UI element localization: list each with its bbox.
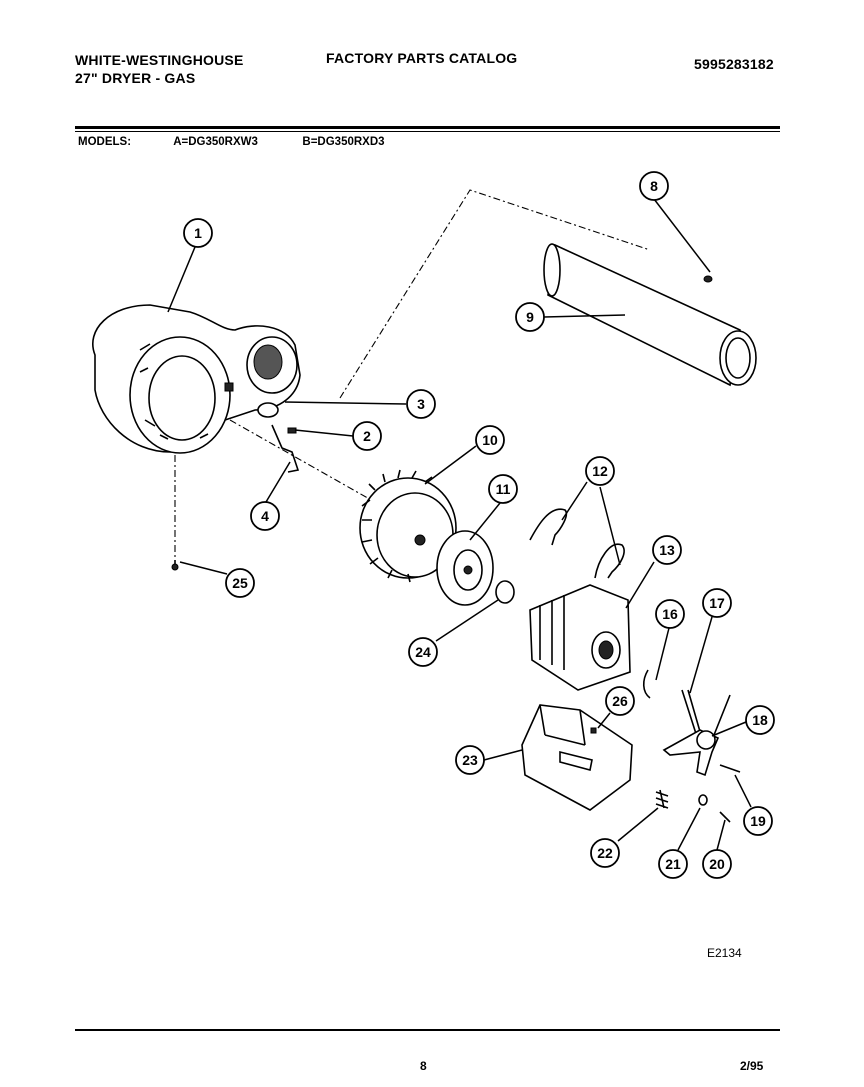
models-line: MODELS: A=DG350RXW3 B=DG350RXD3: [78, 136, 385, 148]
svg-text:19: 19: [750, 813, 766, 829]
svg-text:25: 25: [232, 575, 248, 591]
clip-12a-part: [529, 508, 568, 546]
catalog-number: 5995283182: [694, 56, 774, 72]
callout-26: 26: [605, 686, 635, 716]
callout-4: 4: [250, 501, 280, 531]
exhaust-duct-part: [543, 243, 757, 387]
screw-8-part: [703, 275, 713, 283]
product-subtitle: 27" DRYER - GAS: [75, 70, 196, 86]
idler-pulley-part: [436, 530, 494, 606]
screw-2-part: [287, 427, 297, 434]
brand-title: WHITE-WESTINGHOUSE: [75, 52, 244, 68]
callout-2: 2: [352, 421, 382, 451]
svg-text:13: 13: [659, 542, 675, 558]
clip-12b-part: [594, 543, 625, 579]
revision-date: 2/95: [740, 1059, 764, 1073]
wire-16-part: [642, 669, 651, 699]
svg-text:23: 23: [462, 752, 478, 768]
page-number: 8: [420, 1059, 427, 1073]
svg-text:4: 4: [261, 508, 269, 524]
svg-text:1: 1: [194, 225, 202, 241]
svg-text:10: 10: [482, 432, 498, 448]
callout-9: 9: [515, 302, 545, 332]
svg-text:16: 16: [662, 606, 678, 622]
svg-text:8: 8: [650, 178, 658, 194]
svg-text:22: 22: [597, 845, 613, 861]
callout-1: 1: [183, 218, 213, 248]
model-a: A=DG350RXW3: [173, 136, 258, 148]
callout-11: 11: [488, 474, 518, 504]
bracket-4-part: [271, 424, 300, 473]
callout-25: 25: [225, 568, 255, 598]
callout-17: 17: [702, 588, 732, 618]
blower-wheel-part: [359, 469, 457, 583]
pulley-24-part: [495, 580, 515, 604]
callout-19: 19: [743, 806, 773, 836]
callout-24: 24: [408, 637, 438, 667]
callout-12: 12: [585, 456, 615, 486]
svg-text:24: 24: [415, 644, 431, 660]
header-rule-thick: [75, 126, 780, 129]
footer-rule: [75, 1029, 780, 1031]
callout-10: 10: [475, 425, 505, 455]
clamp-3-part: [257, 402, 279, 418]
svg-text:9: 9: [526, 309, 534, 325]
svg-text:20: 20: [709, 856, 725, 872]
screw-20-part: [719, 811, 731, 823]
svg-text:2: 2: [363, 428, 371, 444]
motor-part: [529, 584, 631, 691]
callout-18: 18: [745, 705, 775, 735]
model-b: B=DG350RXD3: [302, 136, 385, 148]
callout-8: 8: [639, 171, 669, 201]
svg-text:17: 17: [709, 595, 725, 611]
catalog-title: FACTORY PARTS CATALOG: [326, 50, 518, 66]
callout-23: 23: [455, 745, 485, 775]
figure-id: E2134: [707, 946, 742, 960]
header-rule-thin: [75, 131, 780, 132]
motor-mount-23-part: [521, 704, 633, 811]
callout-13: 13: [652, 535, 682, 565]
callout-21: 21: [658, 849, 688, 879]
svg-text:12: 12: [592, 463, 608, 479]
callout-16: 16: [655, 599, 685, 629]
svg-text:3: 3: [417, 396, 425, 412]
assembly-line-drum: [339, 189, 651, 399]
spring-22-part: [655, 789, 669, 809]
callout-leaders: [167, 198, 752, 851]
svg-text:21: 21: [665, 856, 681, 872]
models-label: MODELS:: [78, 136, 132, 148]
screw-19-part: [719, 764, 741, 773]
callout-3: 3: [406, 389, 436, 419]
callout-22: 22: [590, 838, 620, 868]
blower-housing-part: [92, 304, 301, 454]
callout-20: 20: [702, 849, 732, 879]
svg-text:26: 26: [612, 693, 628, 709]
nut-21-part: [698, 794, 708, 806]
svg-text:11: 11: [496, 481, 511, 497]
assembly-line-fan: [229, 419, 381, 506]
svg-text:18: 18: [752, 712, 768, 728]
screw-26-part: [590, 727, 597, 734]
